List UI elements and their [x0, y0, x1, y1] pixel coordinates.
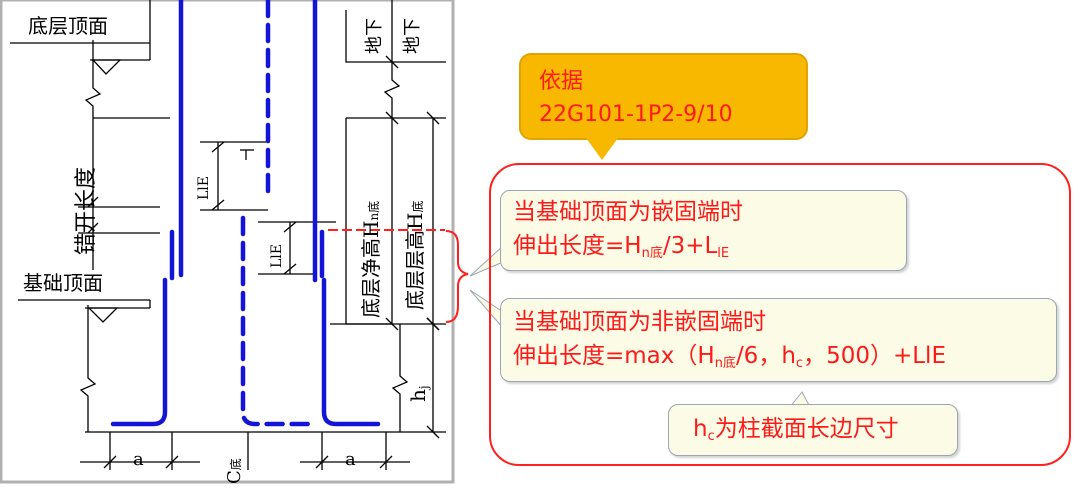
label-a-left: a	[133, 449, 144, 470]
label-underground-2: 地下	[402, 18, 423, 54]
lle-dimension-lower	[258, 221, 336, 275]
label-lle-upper: LlE	[196, 176, 212, 200]
rebar-left-anchor	[110, 277, 168, 427]
svg-text:底层净高Hn底: 底层净高Hn底	[359, 201, 383, 318]
case-not-fixed-title: 当基础顶面为非嵌固端时	[513, 309, 766, 335]
case-fixed-formula: 伸出长度=Hn底/3+LlE	[513, 233, 730, 261]
source-note-tail	[586, 138, 618, 160]
label-floor-top: 底层顶面	[28, 14, 108, 38]
source-note-line2: 22G101-1P2-9/10	[539, 102, 733, 127]
svg-text:LlE: LlE	[269, 244, 285, 268]
label-foundation-top: 基础顶面	[23, 271, 103, 295]
highlight-brace	[445, 230, 469, 323]
label-floor-height: 底层层高H底	[403, 201, 427, 310]
case-not-fixed-formula: 伸出长度=max（Hn底/6，hc，500）+LlE	[513, 343, 946, 371]
svg-text:LlE: LlE	[196, 176, 212, 200]
svg-text:地下: 地下	[402, 18, 423, 54]
source-note: 依据 22G101-1P2-9/10	[519, 53, 808, 140]
label-a-right: a	[345, 449, 356, 470]
case-fixed-title: 当基础顶面为嵌固端时	[513, 199, 743, 225]
hc-note-bubble: hc为柱截面长边尺寸	[668, 404, 958, 456]
label-lle-lower: LlE	[269, 244, 285, 268]
label-c-bottom: C底	[224, 458, 245, 484]
level-markers	[10, 0, 151, 323]
left-dimension-lines	[78, 40, 170, 432]
case-not-fixed-bubble: 当基础顶面为非嵌固端时 伸出长度=max（Hn底/6，hc，500）+LlE	[500, 298, 1057, 382]
drawing-frame	[0, 0, 455, 484]
label-hj: hj	[406, 385, 431, 402]
svg-text:C底: C底	[224, 458, 245, 484]
formula-panel	[489, 163, 1071, 466]
svg-text:底层层高H底: 底层层高H底	[403, 201, 427, 310]
rebar-right-anchor	[321, 277, 381, 427]
rebars	[110, 0, 381, 427]
svg-text:地下: 地下	[364, 18, 385, 54]
bottom-dimension-lines	[80, 431, 446, 470]
source-note-line1: 依据	[539, 69, 584, 94]
label-underground-1: 地下	[364, 18, 385, 54]
svg-text:hj: hj	[406, 385, 431, 402]
case-fixed-bubble: 当基础顶面为嵌固端时 伸出长度=Hn底/3+LlE	[500, 190, 907, 271]
rebar-dashed-lower	[240, 215, 313, 427]
lle-dimension-upper	[200, 141, 268, 211]
label-staggered-length: 错开长度	[74, 167, 99, 255]
right-dimension-lines	[330, 0, 446, 439]
svg-text:错开长度: 错开长度	[74, 167, 99, 255]
label-clear-height: 底层净高Hn底	[359, 201, 383, 318]
